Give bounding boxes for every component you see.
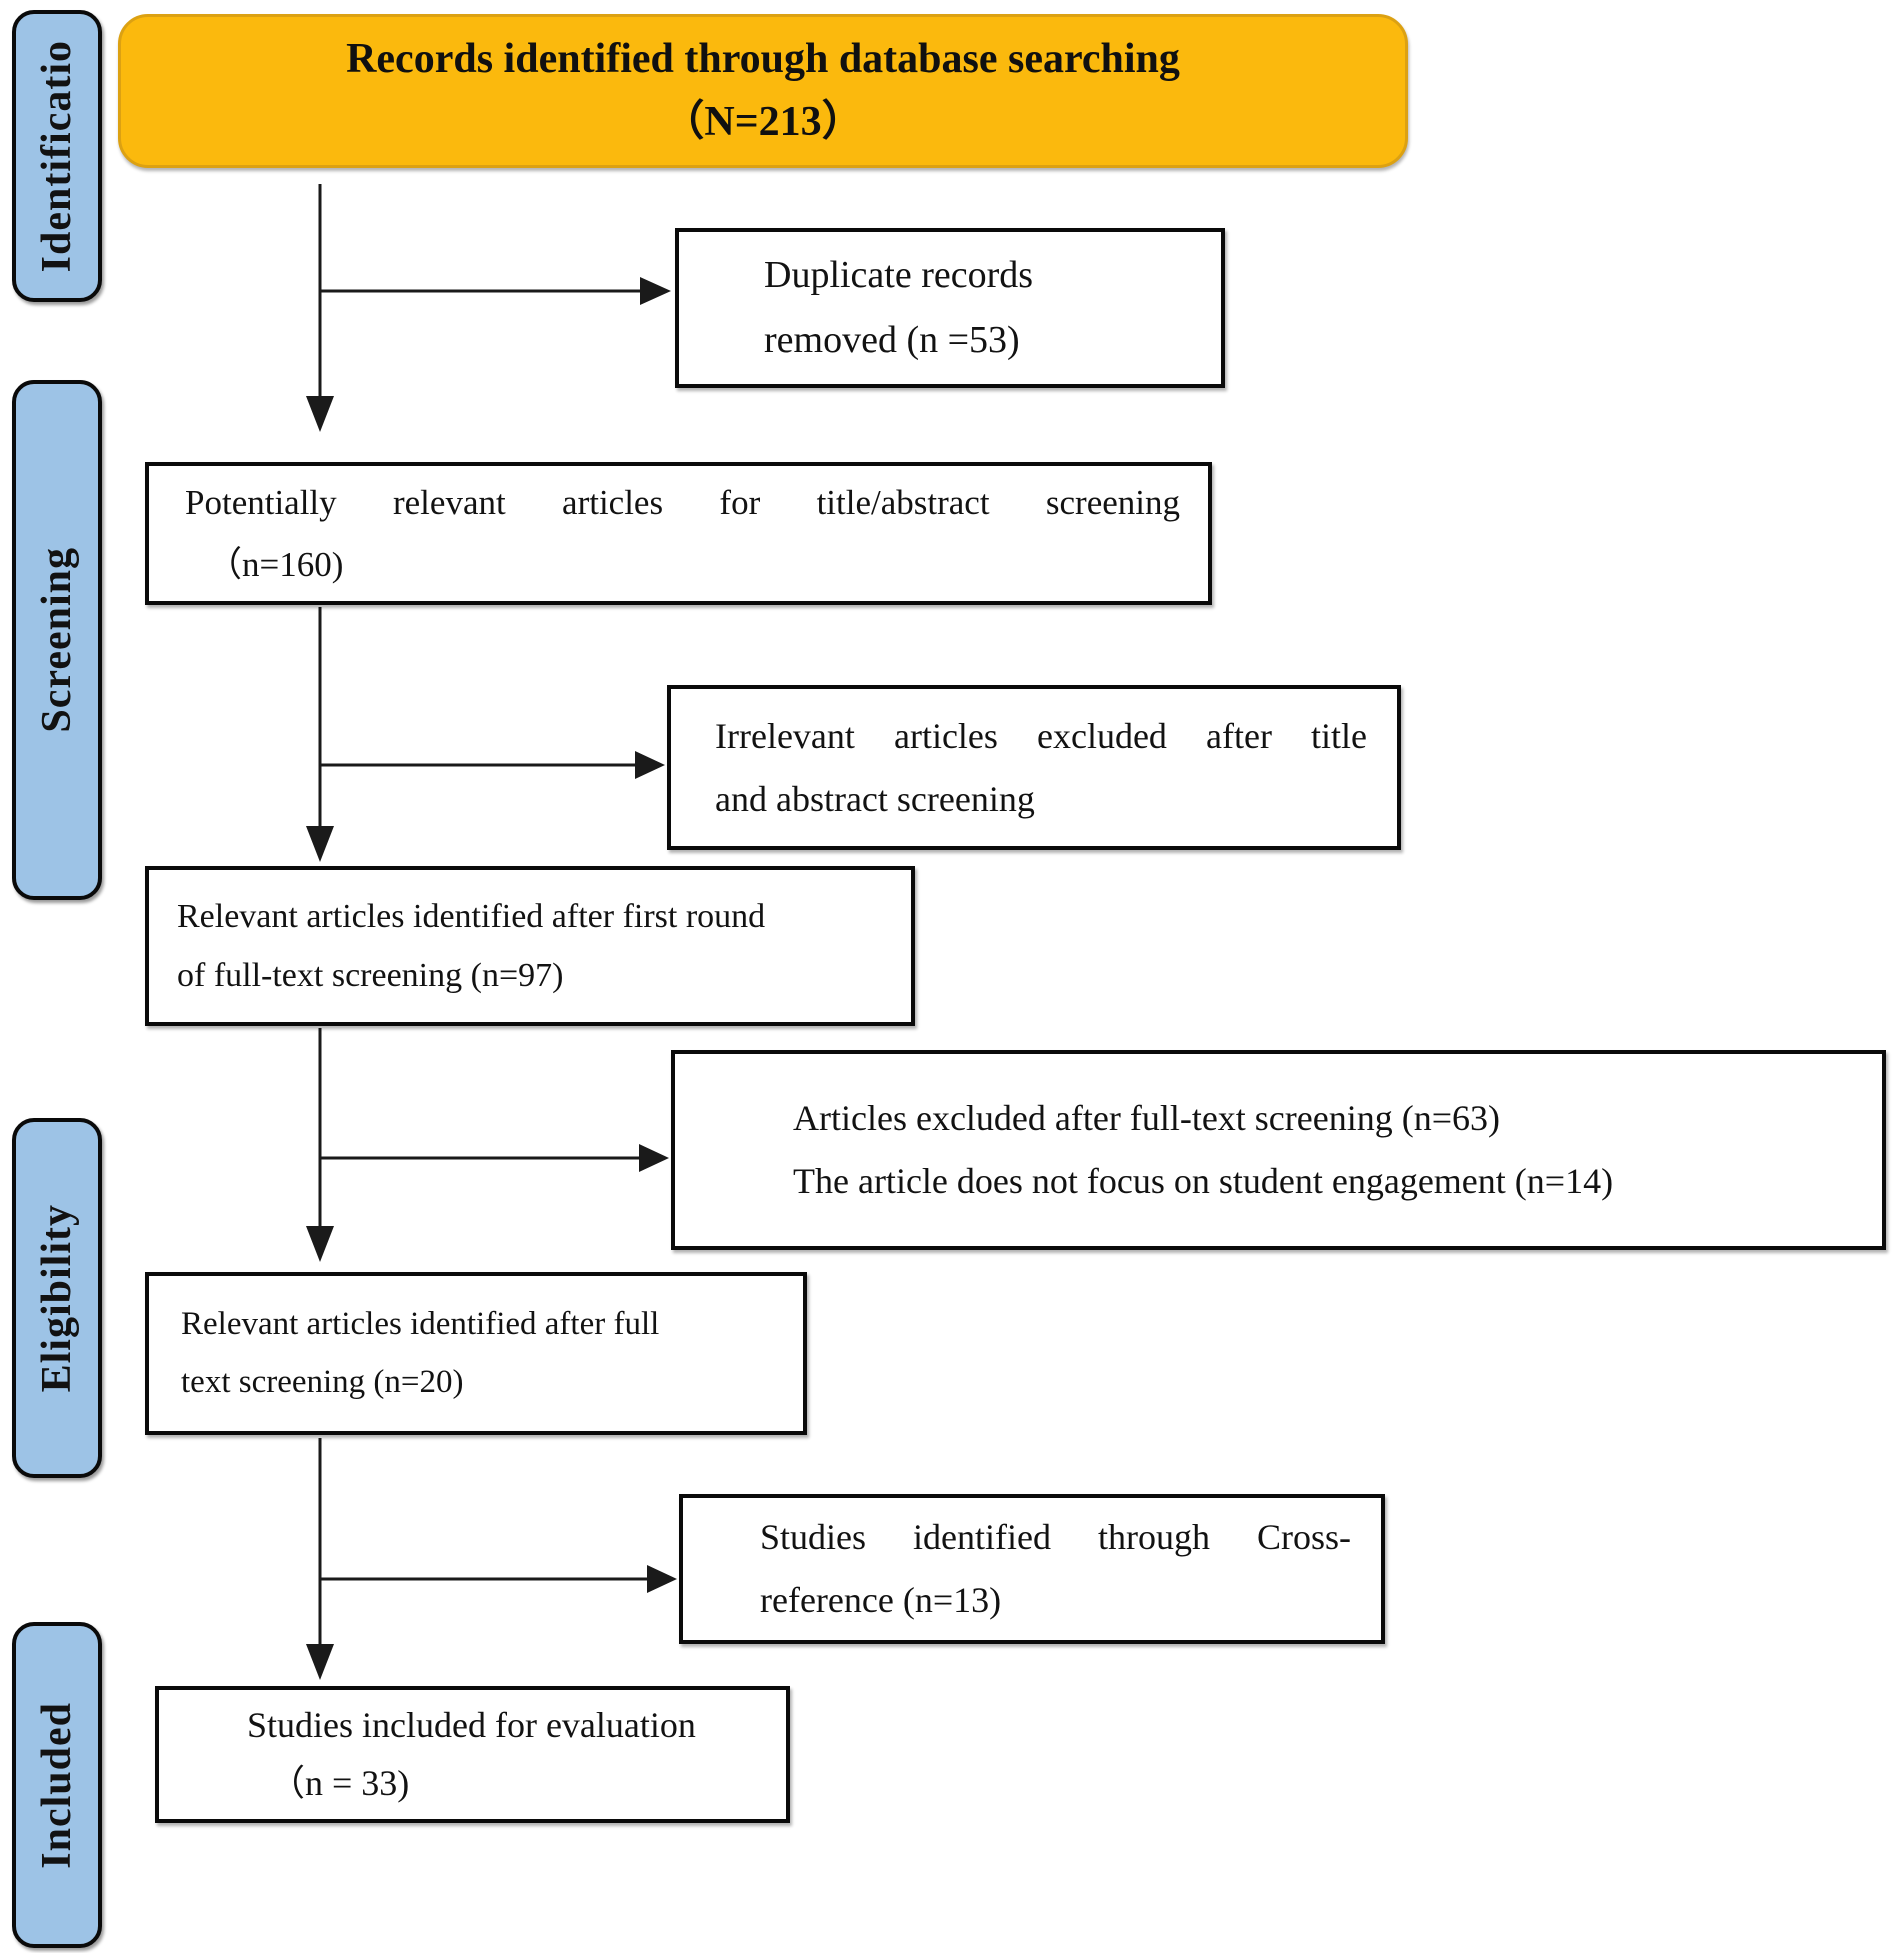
arrow-fulltext-to-included	[306, 1438, 334, 1680]
stage-eligibility: Eligibility	[12, 1118, 102, 1478]
title-abstract-pool-box: Potentially relevant articles for title/…	[145, 462, 1212, 605]
arrow-branch-cross-reference	[321, 1565, 677, 1593]
fulltext-excluded-line1: Articles excluded after full-text screen…	[793, 1098, 1501, 1138]
final-included-line1: Studies included for evaluation	[247, 1704, 696, 1745]
arrow-first-round-to-fulltext	[306, 1028, 334, 1262]
first-round-box: Relevant articles identified after first…	[145, 866, 915, 1026]
stage-identification: Identificatio	[12, 10, 102, 302]
records-identified-count: （N=213）	[662, 99, 864, 145]
fulltext-excluded-line2: The article does not focus on student en…	[793, 1161, 1614, 1201]
arrow-branch-duplicates	[321, 277, 671, 305]
cross-reference-box: Studies identified through Cross- refere…	[679, 1494, 1385, 1644]
stage-included: Included	[12, 1622, 102, 1948]
stage-identification-label: Identificatio	[34, 39, 80, 273]
stage-included-label: Included	[34, 1701, 80, 1869]
stage-screening: Screening	[12, 380, 102, 900]
final-included-box: Studies included for evaluation （n = 33)	[155, 1686, 790, 1823]
duplicates-removed-box: Duplicate records removed (n =53)	[675, 228, 1225, 388]
irrelevant-excluded-box: Irrelevant articles excluded after title…	[667, 685, 1401, 850]
stage-eligibility-label: Eligibility	[34, 1203, 80, 1393]
cross-reference-line1: Studies identified through Cross-	[760, 1517, 1351, 1557]
first-round-line1: Relevant articles identified after first…	[177, 897, 766, 935]
records-identified-title: Records identified through database sear…	[346, 36, 1180, 82]
arrow-branch-irrelevant	[321, 751, 665, 779]
fulltext-included-line1: Relevant articles identified after full	[181, 1305, 660, 1342]
arrow-branch-fulltext-excluded	[321, 1144, 669, 1172]
fulltext-excluded-box: Articles excluded after full-text screen…	[671, 1050, 1886, 1250]
title-abstract-pool-count: （n=160)	[207, 544, 344, 584]
arrow-source-to-pool	[306, 184, 334, 432]
title-abstract-pool-line1: Potentially relevant articles for title/…	[185, 483, 1180, 523]
cross-reference-count: reference (n=13)	[760, 1580, 1002, 1620]
duplicates-removed-count: removed (n =53)	[764, 319, 1020, 361]
records-identified-box: Records identified through database sear…	[118, 14, 1408, 168]
final-included-count: （n = 33)	[269, 1762, 410, 1803]
irrelevant-excluded-line1: Irrelevant articles excluded after title	[715, 715, 1367, 756]
first-round-count: of full-text screening (n=97)	[177, 957, 564, 994]
duplicates-removed-line1: Duplicate records	[764, 254, 1034, 297]
fulltext-included-count: text screening (n=20)	[181, 1363, 464, 1400]
irrelevant-excluded-line2: and abstract screening	[715, 778, 1035, 819]
fulltext-included-box: Relevant articles identified after full …	[145, 1272, 807, 1435]
arrow-pool-to-first-round	[306, 607, 334, 862]
stage-screening-label: Screening	[34, 547, 80, 733]
